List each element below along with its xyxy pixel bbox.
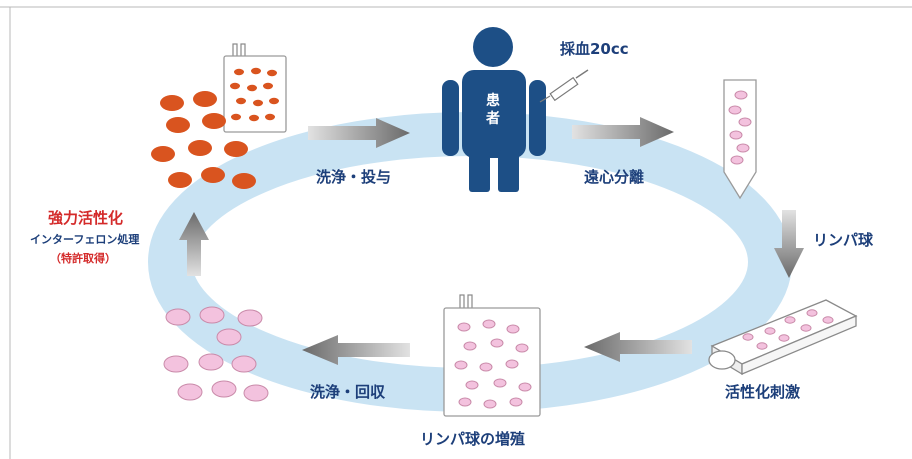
lymphocyte-proliferation-label: リンパ球の増殖 [420, 430, 526, 448]
centrifuge-label: 遠心分離 [584, 168, 645, 186]
strong-activation-label: 強力活性化 [48, 209, 124, 227]
test-tube-icon [723, 79, 757, 200]
syringe-icon [539, 69, 589, 103]
wash-collect-label: 洗浄・回収 [310, 383, 386, 401]
blood-draw-label: 採血20cc [560, 40, 629, 58]
arrow-icon-to-patient [308, 118, 410, 148]
person-silhouette-icon [442, 27, 546, 192]
lymphocytes-label: リンパ球 [813, 231, 874, 249]
arrow-icon-to-proliferation [584, 332, 692, 362]
wash-administer-label: 洗浄・投与 [316, 168, 392, 186]
collected-cells [163, 306, 269, 402]
patient-label-char1: 患 [486, 93, 500, 109]
arrow-icon-to-collection [302, 335, 410, 365]
culture-flask-icon [708, 299, 858, 376]
patient-label-char2: 者 [486, 111, 500, 127]
patent-label: （特許取得） [50, 252, 116, 265]
arrow-icon-to-activation [774, 210, 804, 278]
arrow-icon-to-centrifuge [572, 117, 674, 147]
culture-bag-icon-proliferation [443, 294, 541, 417]
interferon-treatment-label: インターフェロン処理 [30, 233, 140, 246]
activated-cells [151, 91, 256, 189]
arrow-icon-to-activation-treatment [179, 212, 209, 276]
culture-bag-icon-activated [223, 43, 287, 133]
activation-stimulus-label: 活性化刺激 [725, 383, 801, 401]
